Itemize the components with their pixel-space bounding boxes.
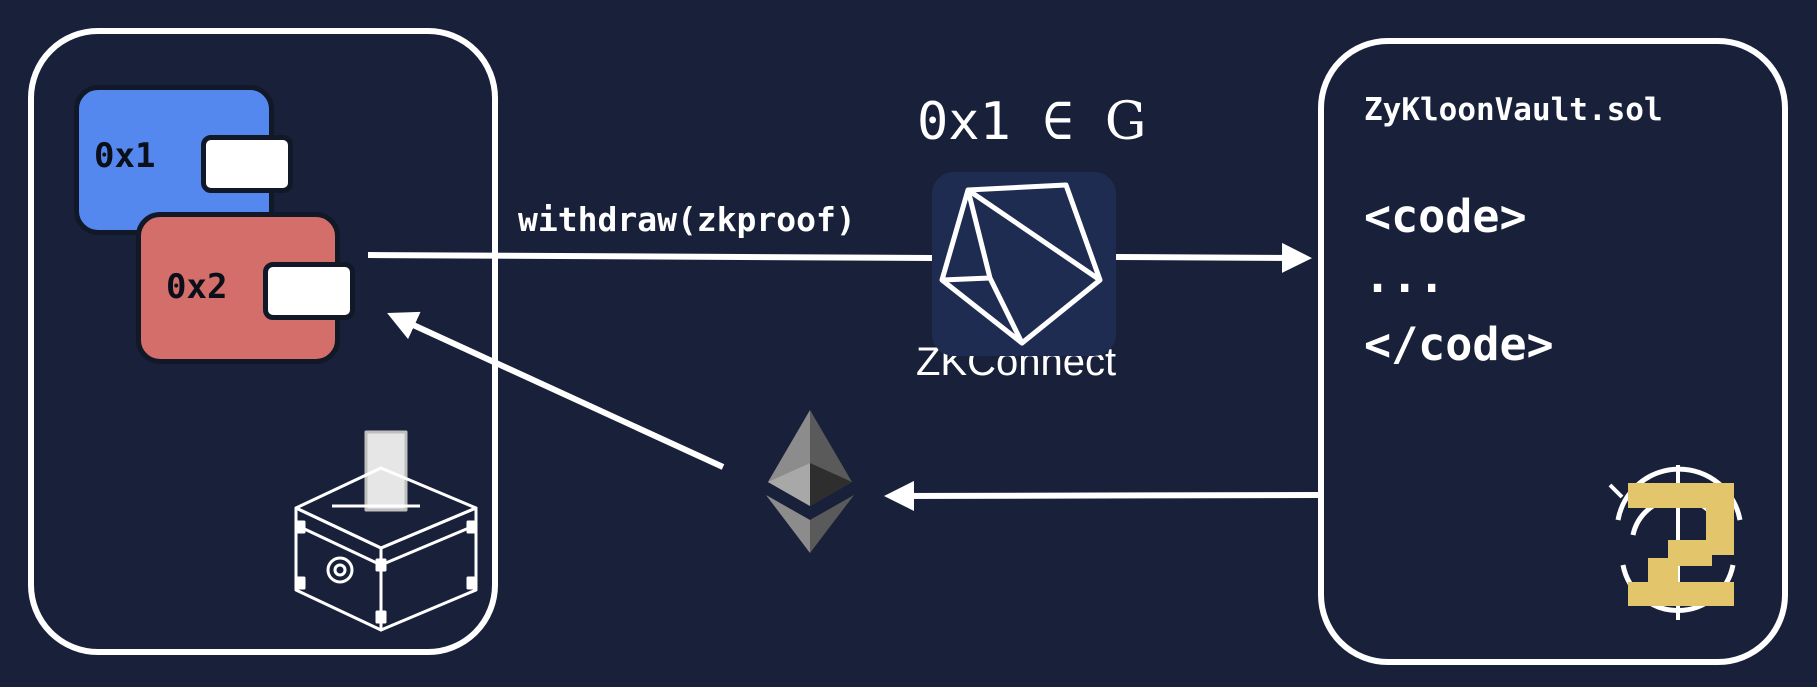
wallet-0x2: 0x2 — [136, 212, 355, 364]
wallet-clasp — [263, 262, 355, 320]
zkconnect-to-contract-arrow — [1113, 242, 1312, 273]
user-panel — [28, 28, 498, 655]
withdraw-arrow-line — [367, 252, 933, 261]
ethereum-to-wallet-arrow — [387, 311, 725, 470]
contract-to-ethereum-arrow — [884, 480, 1319, 511]
wallet-address-label: 0x2 — [166, 267, 228, 307]
sismo-logo-icon — [1608, 465, 1743, 620]
contract-panel — [1318, 38, 1788, 665]
code-open-tag: <code> — [1364, 190, 1527, 243]
ethereum-icon — [766, 410, 854, 553]
code-ellipsis: ... — [1364, 250, 1446, 303]
wallet-address-label: 0x1 — [94, 136, 156, 176]
code-close-tag: </code> — [1364, 318, 1554, 371]
formula-prefix: 0x1 ∈ — [917, 92, 1105, 152]
withdraw-call-label: withdraw(zkproof) — [518, 200, 856, 239]
formula-group: G — [1104, 92, 1147, 152]
ballot-box-icon — [294, 430, 478, 632]
zkconnect-pentagon-icon — [932, 172, 1116, 356]
contract-filename: ZyKloonVault.sol — [1364, 92, 1663, 128]
membership-formula: 0x1 ∈ G — [917, 92, 1146, 152]
wallet-clasp — [201, 135, 293, 193]
